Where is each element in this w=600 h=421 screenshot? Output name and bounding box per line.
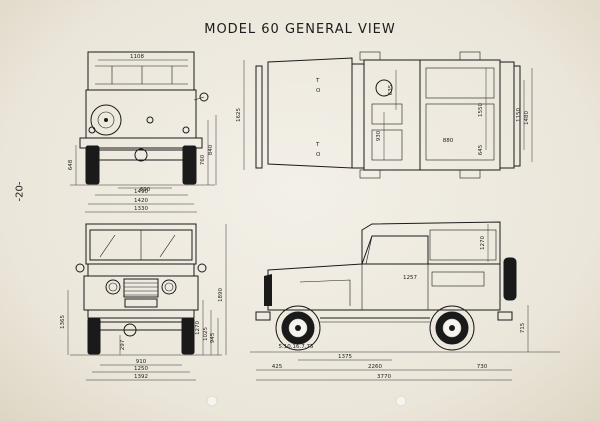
spare-tire-icon — [503, 257, 517, 301]
mirror-icon — [199, 92, 209, 102]
dim-front-bumper: 1365 — [60, 315, 66, 329]
hood-label-4: O — [316, 152, 321, 158]
dim-side-wheelbase: 2260 — [368, 364, 382, 370]
dim-top-width: 1625 — [236, 108, 242, 122]
side-rear-bumper — [497, 311, 513, 321]
top-hood — [267, 57, 353, 169]
dim-side-angle: 5.10.16.7.75 — [279, 344, 314, 350]
hood-label-2: O — [316, 88, 321, 94]
wheel-icon — [87, 317, 101, 355]
dim-front-mid-3: 945 — [210, 332, 216, 343]
mirror-icon — [197, 263, 207, 273]
dim-top-6: 1150 — [516, 108, 522, 122]
top-rear-bed — [419, 59, 501, 171]
front-bumper — [87, 309, 195, 319]
dim-rear-inner: 690 — [140, 187, 151, 193]
rear-view: 1108 1490 1420 1330 690 648 760 840 — [68, 51, 217, 213]
dim-side-roof: 1270 — [480, 236, 486, 250]
dim-side-rear-overhang: 730 — [477, 364, 488, 370]
side-body — [267, 263, 501, 311]
dim-rear-height: 840 — [208, 144, 214, 155]
dim-rear-width-2: 1420 — [134, 198, 148, 204]
top-front-bumper — [255, 65, 263, 169]
rear-bumper — [79, 137, 203, 149]
side-front-bumper — [255, 311, 271, 321]
dim-side-length: 3770 — [377, 374, 391, 380]
wheel-icon — [181, 317, 195, 355]
steering-wheel-icon — [375, 79, 393, 97]
dim-front-clearance: 297 — [120, 339, 126, 350]
dim-side-front-overhang: 425 — [272, 364, 283, 370]
dim-front-mid-1: 1270 — [195, 321, 201, 335]
front-grille-area — [83, 275, 199, 311]
dim-side-bottom: 715 — [520, 322, 526, 333]
mirror-icon — [75, 263, 85, 273]
dim-top-7: 1480 — [524, 111, 530, 125]
dim-rear-clearance: 648 — [68, 159, 74, 170]
top-view: T O T O 1625 635 — [236, 51, 533, 179]
top-cabin — [363, 59, 421, 171]
dim-front-width-2: 1250 — [134, 366, 148, 372]
dim-top-2: 930 — [376, 130, 382, 141]
headlight-icon — [161, 279, 177, 295]
punch-hole — [395, 395, 407, 407]
dim-rear-track-height: 760 — [200, 154, 206, 165]
dim-rear-width-3: 1330 — [134, 206, 148, 212]
side-grille — [264, 274, 272, 306]
dim-top-1: 635 — [388, 84, 394, 95]
dim-side-wheelbase-front: 1375 — [338, 354, 352, 360]
page-title: MODEL 60 GENERAL VIEW — [204, 22, 396, 37]
headlight-icon — [105, 279, 121, 295]
punch-hole — [206, 395, 218, 407]
dim-rear-track: 1490 — [134, 189, 148, 195]
dim-front-mid-2: 1025 — [203, 327, 209, 341]
tail-light-icon — [146, 116, 154, 124]
spare-tire-icon — [90, 104, 122, 136]
wheel-icon — [429, 305, 475, 351]
hood-label-3: T — [315, 142, 320, 148]
dim-top-5: 645 — [478, 144, 484, 155]
dim-top-4: 1550 — [478, 103, 484, 117]
wheel-icon — [182, 145, 197, 185]
front-view: 910 1250 1392 1365 297 1270 1025 945 189… — [60, 223, 227, 381]
dim-front-height: 1890 — [218, 288, 224, 302]
hood-label-1: T — [315, 78, 320, 84]
dim-front-width-1: 910 — [136, 359, 147, 365]
grille — [123, 278, 159, 298]
wheel-icon — [85, 145, 100, 185]
dim-side-body: 1257 — [403, 275, 417, 281]
dim-front-width-3: 1392 — [134, 374, 148, 380]
tail-light-icon — [88, 126, 96, 134]
rear-body — [85, 89, 197, 139]
dim-rear-top-width: 1108 — [130, 54, 144, 60]
wheel-icon — [275, 305, 321, 351]
side-view: 1270 1257 5.10.16.7.75 1375 2260 425 730… — [250, 221, 560, 381]
dim-top-3: 880 — [443, 138, 454, 144]
tail-light-icon — [182, 126, 190, 134]
